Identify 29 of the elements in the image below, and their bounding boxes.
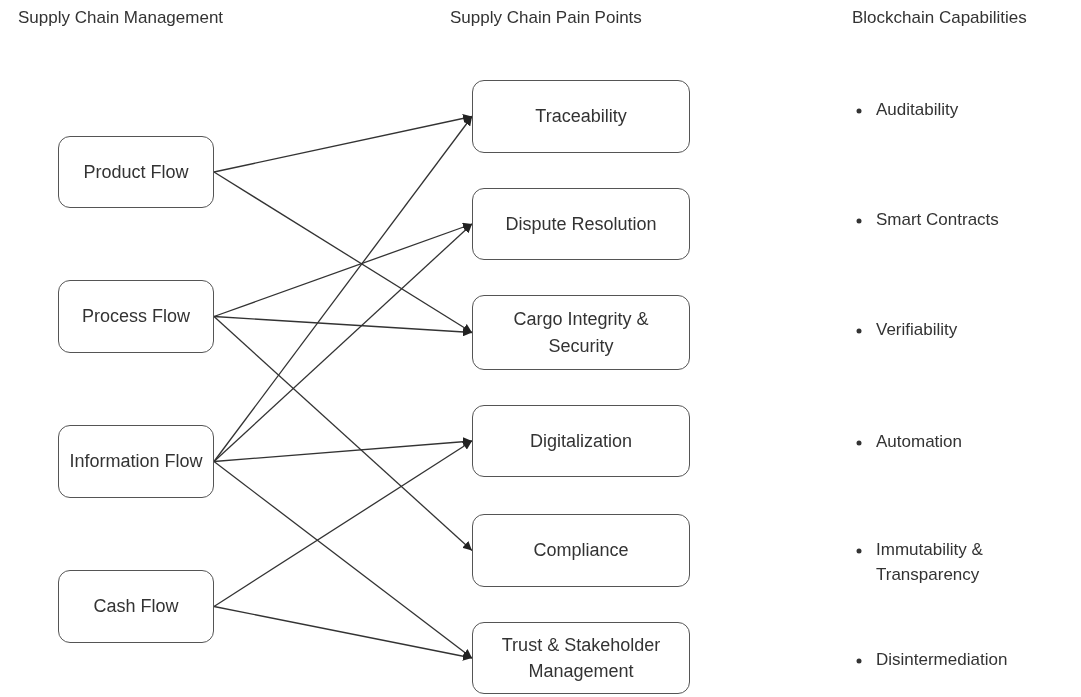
- bullet-item: Immutability & Transparency: [876, 539, 984, 586]
- arrow: [213, 315, 473, 337]
- process-box: Traceability: [472, 80, 690, 153]
- arrow: [213, 460, 473, 659]
- process-box: Information Flow: [58, 425, 214, 498]
- column-heading: Supply Chain Management: [18, 8, 224, 28]
- bullet-item: Verifiability: [876, 319, 959, 341]
- arrow: [213, 437, 473, 463]
- process-box: Cargo Integrity & Security: [472, 295, 690, 370]
- arrow: [213, 440, 473, 608]
- process-box: Trust & Stakeholder Management: [472, 622, 690, 694]
- arrow: [213, 114, 473, 173]
- column-heading: Supply Chain Pain Points: [450, 8, 642, 28]
- process-box: Process Flow: [58, 280, 214, 353]
- column-heading: Blockchain Capabilities: [852, 8, 1027, 28]
- bullet-item: Disintermediation: [876, 649, 1009, 671]
- process-box: Compliance: [472, 514, 690, 587]
- arrow: [213, 223, 473, 463]
- bullet-item: Auditability: [876, 99, 960, 121]
- arrow: [213, 605, 473, 661]
- arrow: [213, 315, 473, 552]
- process-box: Product Flow: [58, 136, 214, 208]
- arrow: [213, 171, 473, 334]
- bullet-item: Automation: [876, 431, 963, 453]
- arrow: [213, 222, 473, 318]
- process-box: Dispute Resolution: [472, 188, 690, 260]
- process-box: Cash Flow: [58, 570, 214, 643]
- bullet-item: Smart Contracts: [876, 209, 1000, 231]
- process-box: Digitalization: [472, 405, 690, 477]
